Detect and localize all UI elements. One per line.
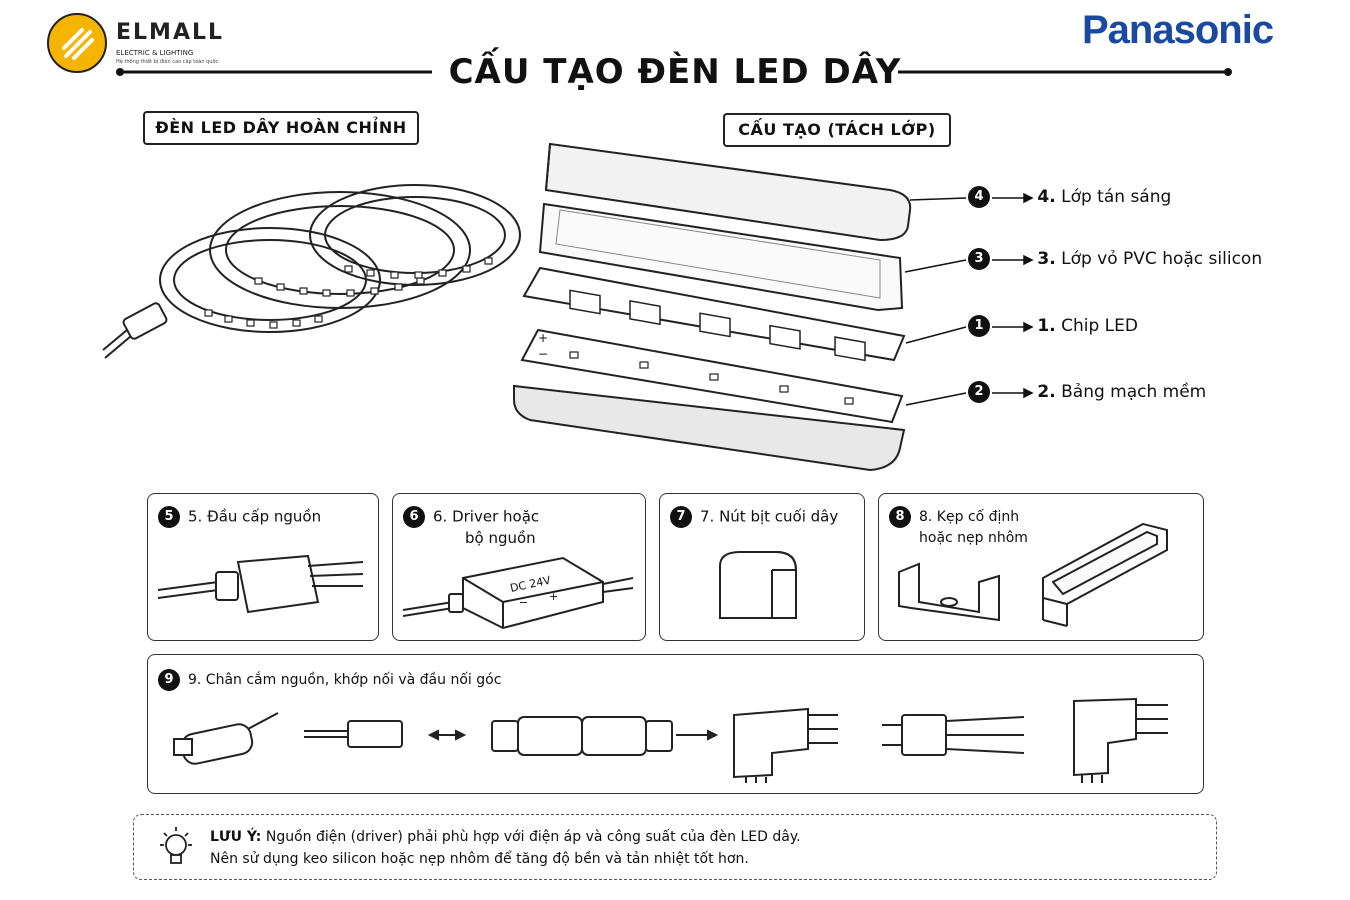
logo-subtitle: ELECTRIC & LIGHTING <box>116 49 194 57</box>
coiled-led-strip <box>102 184 521 359</box>
note-line-2: Nên sử dụng keo silicon hoặc nẹp nhôm để… <box>210 851 749 867</box>
pvc-shell-layer <box>538 202 904 312</box>
section-complete: ĐÈN LED DÂY HOÀN CHỈNH <box>143 111 419 145</box>
page-title: CẤU TẠO ĐÈN LED DÂY <box>448 52 902 92</box>
part-box-driver: 6 6. Driver hoặc bộ nguồn DC 24V − + <box>392 493 646 641</box>
logo-tagline: Hệ thống thiết bị điện cao cấp toàn quốc <box>116 59 219 65</box>
part-number-7: 7 <box>670 506 692 528</box>
driver-minus-mark: − <box>519 596 528 609</box>
part-text-9: 9. Chân cắm nguồn, khớp nối và đầu nối g… <box>188 672 502 688</box>
part-text-7: 7. Nút bịt cuối dây <box>700 507 839 526</box>
layer-index-1: 1. <box>1037 316 1056 336</box>
part-box-connectors: 9 9. Chân cắm nguồn, khớp nối và đầu nối … <box>147 654 1204 794</box>
part-box-clip-profile: 8 8. Kẹp cố định hoặc nẹp nhôm <box>878 493 1204 641</box>
layer-text-2: Bảng mạch mềm <box>1061 382 1207 402</box>
end-cap-drawing <box>719 551 797 619</box>
layer-number-2: 2 <box>968 381 990 403</box>
part-number-5: 5 <box>158 506 180 528</box>
connectors-drawing <box>173 697 1168 783</box>
lightbulb-icon <box>160 827 192 864</box>
layer-text-3: Lớp vỏ PVC hoặc silicon <box>1061 249 1263 269</box>
part-text-8: 8. Kẹp cố định <box>919 509 1020 525</box>
flexible-pcb <box>520 328 904 424</box>
layer-index-4: 4. <box>1037 187 1056 207</box>
layer-text-4: Lớp tán sáng <box>1061 187 1172 207</box>
pcb-plus-mark: + <box>538 331 548 345</box>
power-connector-drawing <box>158 554 364 614</box>
part-box-power-connector: 5 5. Đầu cấp nguồn <box>147 493 379 641</box>
logo-name: ELMALL <box>116 20 225 45</box>
layer-label-1: 1 1. Chip LED <box>968 315 1138 337</box>
layer-index-3: 3. <box>1037 249 1056 269</box>
brand-logo: Panasonic <box>1082 8 1274 52</box>
layer-number-3: 3 <box>968 248 990 270</box>
layer-number-1: 1 <box>968 315 990 337</box>
layer-index-2: 2. <box>1037 382 1056 402</box>
driver-drawing: DC 24V − + <box>403 556 634 630</box>
logo <box>46 12 108 74</box>
led-chip-board <box>522 266 906 362</box>
note-box: LƯU Ý: Nguồn điện (driver) phải phù hợp … <box>133 814 1217 880</box>
note-line-1: Nguồn điện (driver) phải phù hợp với điệ… <box>265 829 801 845</box>
layer-label-2: 2 2. Bảng mạch mềm <box>968 381 1206 403</box>
base-tray <box>513 384 906 472</box>
layer-number-4: 4 <box>968 186 990 208</box>
logo-icon <box>47 13 107 73</box>
clip-profile-drawing <box>898 522 1168 627</box>
part-number-6: 6 <box>403 506 425 528</box>
part-box-end-cap: 7 7. Nút bịt cuối dây <box>659 493 865 641</box>
part-text-8b: hoặc nẹp nhôm <box>919 530 1028 546</box>
part-text-5: 5. Đầu cấp nguồn <box>188 507 322 526</box>
part-number-8: 8 <box>889 506 911 528</box>
part-number-9: 9 <box>158 669 180 691</box>
exploded-layers: + − <box>513 142 912 472</box>
note-prefix: LƯU Ý: <box>210 829 262 845</box>
driver-plus-mark: + <box>549 590 558 603</box>
layer-text-1: Chip LED <box>1061 316 1138 336</box>
diffuser-layer <box>544 142 912 242</box>
layer-label-3: 3 3. Lớp vỏ PVC hoặc silicon <box>968 248 1262 270</box>
layer-label-4: 4 4. Lớp tán sáng <box>968 186 1171 208</box>
part-text-6b: bộ nguồn <box>465 529 536 547</box>
section-exploded: CẤU TẠO (TÁCH LỚP) <box>723 113 951 147</box>
part-text-6: 6. Driver hoặc <box>433 507 540 526</box>
pcb-minus-mark: − <box>538 347 548 361</box>
